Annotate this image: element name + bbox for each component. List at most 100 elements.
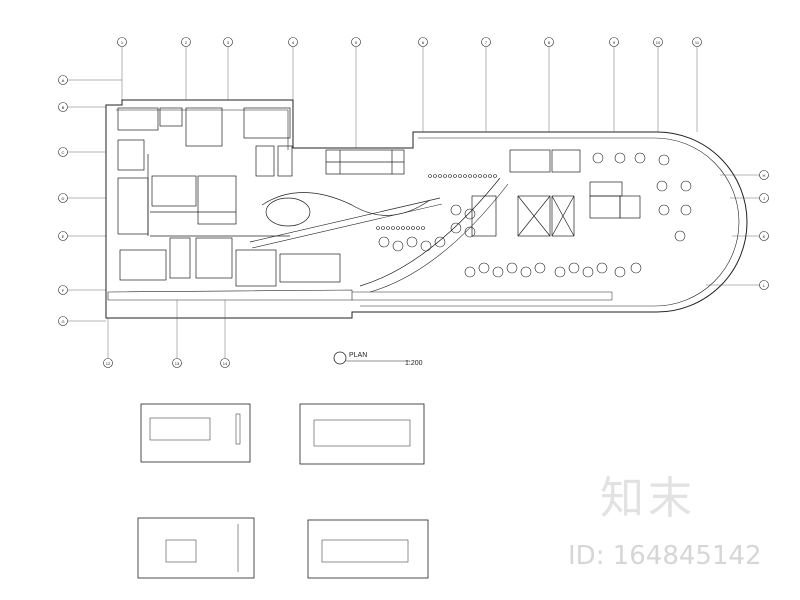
grid-bubble-label: 3 [227, 40, 230, 45]
table-seat [658, 204, 670, 216]
detail-sheets [137, 403, 429, 579]
grid-bubble-bottom [172, 358, 182, 368]
seating-groups [376, 152, 692, 278]
long-counter [249, 197, 441, 243]
grid-bubble-label: 8 [548, 40, 551, 45]
grid-bubble-right [759, 170, 769, 180]
inner-outline [116, 109, 740, 307]
grid-bubble-top [653, 37, 663, 47]
grid-bubble-top [181, 37, 191, 47]
table-seat [391, 226, 395, 230]
grid-bubble-label: 14 [223, 361, 228, 366]
table-seat [493, 174, 497, 178]
watermark-brand: 知末 [600, 473, 696, 524]
grid-bubble-left [58, 75, 68, 85]
grid-bubble-right [759, 193, 769, 203]
grid-bubble-label: 12 [106, 361, 111, 366]
arc-seating [359, 177, 501, 287]
grid-bubble-label: J [763, 196, 765, 201]
oval-feature [265, 197, 311, 227]
grid-bubble-label: 4 [292, 40, 295, 45]
table-seat [411, 226, 415, 230]
grid-bubble-top [223, 37, 233, 47]
grid-bubble-top [609, 37, 619, 47]
table-seat [458, 174, 462, 178]
grid-bubble-label: G [61, 319, 64, 324]
elevation-detail-3 [137, 517, 255, 579]
table-seat [568, 262, 580, 274]
small-kiosk [471, 195, 497, 237]
table-seat [428, 174, 432, 178]
grid-bubble-top [117, 37, 127, 47]
grid-leaders [68, 47, 760, 358]
grid-bubble-top [544, 37, 554, 47]
table-seat [381, 226, 385, 230]
plan-scale: 1:200 [405, 360, 423, 367]
grid-bubble-left [58, 193, 68, 203]
plan-title-symbol [333, 351, 347, 365]
grid-bubble-bottom [103, 358, 113, 368]
table-seat [614, 152, 626, 164]
table-seat [463, 174, 467, 178]
grid-bubble-label: E [62, 234, 65, 239]
table-seat [421, 226, 425, 230]
table-seat [592, 152, 604, 164]
table-seat [448, 174, 452, 178]
elevation-detail-2 [299, 403, 425, 465]
table-seat [406, 226, 410, 230]
grid-bubble-label: 13 [175, 361, 180, 366]
watermark-id: ID: 164845142 [568, 541, 762, 571]
table-seat [630, 262, 642, 274]
table-seat [464, 208, 476, 220]
grid-bubble-left [58, 231, 68, 241]
table-seat [392, 240, 404, 252]
table-seat [634, 152, 646, 164]
escalator [325, 149, 405, 175]
grid-bubble-label: B [62, 105, 65, 110]
plan-title: PLAN [349, 352, 368, 359]
table-seat [614, 266, 626, 278]
grid-bubble-top [481, 37, 491, 47]
table-seat [433, 174, 437, 178]
table-seat [520, 266, 532, 278]
grid-bubble-left [58, 316, 68, 326]
table-seat [680, 204, 692, 216]
grid-bubble-label: K [763, 234, 766, 239]
grid-bubble-label: 7 [485, 40, 488, 45]
table-seat [534, 262, 546, 274]
grid-bubble-label: L [763, 283, 766, 288]
left-core [117, 107, 341, 287]
grid-bubble-label: 9 [613, 40, 616, 45]
grid-bubble-left [58, 285, 68, 295]
grid-bubble-label: 11 [695, 40, 700, 45]
table-seat [506, 262, 518, 274]
grid-bubble-bottom [220, 358, 230, 368]
plan-view [68, 47, 760, 358]
building-outline [105, 99, 748, 319]
table-seat [376, 226, 380, 230]
grid-bubble-right [759, 280, 769, 290]
grid-bubble-label: H [763, 173, 766, 178]
grid-bubble-left [58, 147, 68, 157]
table-seat [554, 266, 566, 278]
table-seat [378, 236, 390, 248]
table-seat [488, 174, 492, 178]
table-seat [478, 174, 482, 178]
table-seat [396, 226, 400, 230]
table-seat [478, 262, 490, 274]
table-seat [680, 180, 692, 192]
table-seat [483, 174, 487, 178]
table-seat [434, 236, 446, 248]
central-core [509, 149, 641, 237]
grid-bubble-label: 10 [656, 40, 661, 45]
table-seat [492, 266, 504, 278]
table-seat [450, 222, 462, 234]
table-seat [464, 266, 476, 278]
long-counter-2 [251, 203, 443, 249]
table-seat [401, 226, 405, 230]
table-seat [420, 240, 432, 252]
grid-bubble-top [418, 37, 428, 47]
table-seat [406, 236, 418, 248]
grid-bubble-label: 2 [185, 40, 188, 45]
